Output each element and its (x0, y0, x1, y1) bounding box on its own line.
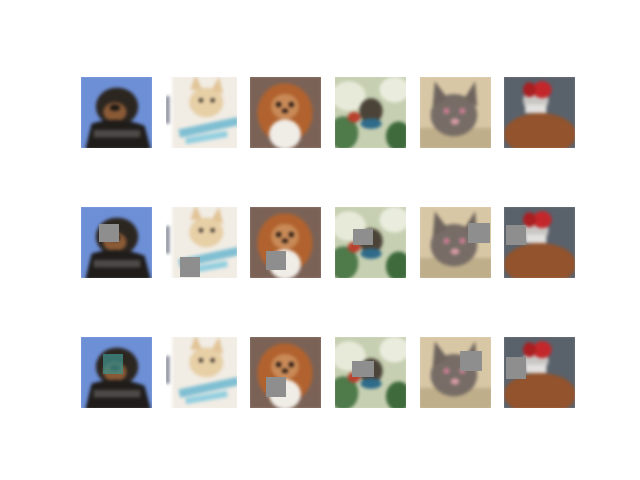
occlusion-patch (468, 223, 490, 243)
tile-rottweiler-original (81, 77, 152, 148)
tile-tabby-cat-original (335, 77, 406, 148)
occlusion-patch (506, 357, 526, 379)
tile-gray-kitten-variant-b (420, 337, 491, 408)
tile-chihuahua-magazine-variant-b (166, 337, 237, 408)
tile-red-figure-variant-a (504, 207, 575, 278)
tile-tabby-cat-variant-a (335, 207, 406, 278)
tile-pomeranian-variant-b (250, 337, 321, 408)
occlusion-patch (352, 361, 374, 377)
occlusion-patch (103, 354, 123, 374)
tile-rottweiler-variant-a (81, 207, 152, 278)
tile-pomeranian-original (250, 77, 321, 148)
occlusion-patch (180, 257, 200, 277)
occlusion-patch (99, 224, 119, 242)
tile-chihuahua-magazine-variant-a (166, 207, 237, 278)
tile-pomeranian-variant-a (250, 207, 321, 278)
tile-gray-kitten-variant-a (420, 207, 491, 278)
tile-tabby-cat-variant-b (335, 337, 406, 408)
occlusion-patch (266, 377, 286, 397)
tile-red-figure-variant-b (504, 337, 575, 408)
occlusion-patch (506, 225, 526, 245)
occlusion-patch (460, 351, 482, 371)
tile-red-figure-original (504, 77, 575, 148)
occlusion-patch (266, 251, 286, 270)
tile-rottweiler-variant-b (81, 337, 152, 408)
tile-chihuahua-magazine-original (166, 77, 237, 148)
occlusion-patch (353, 229, 373, 245)
tile-gray-kitten-original (420, 77, 491, 148)
